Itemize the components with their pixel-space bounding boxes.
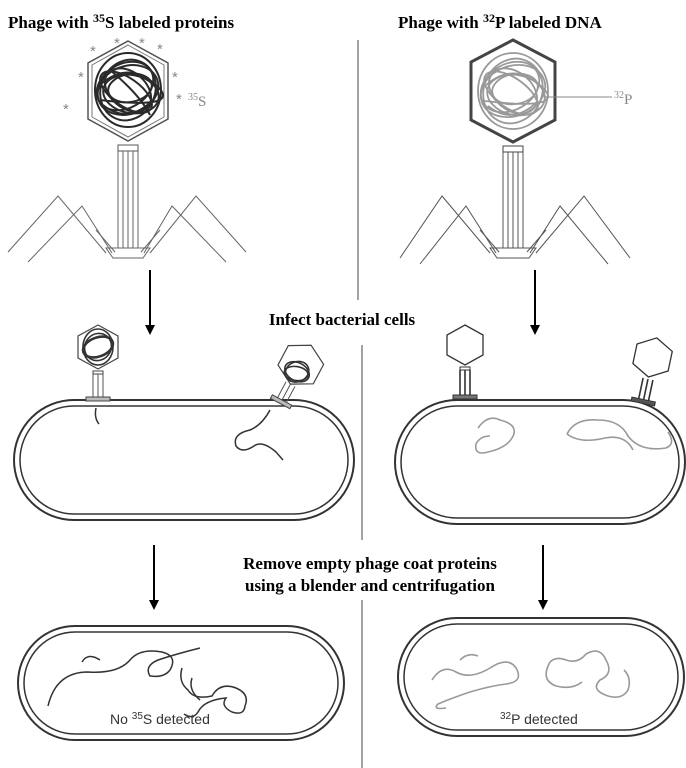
right-phage-32p: 32P <box>400 40 632 264</box>
svg-text:*: * <box>114 35 120 52</box>
left-attached-phage-1 <box>78 325 118 401</box>
left-phage-tail <box>118 151 138 248</box>
right-panel-title: Phage with 32P labeled DNA <box>398 11 602 32</box>
left-result-label: No 35S detected <box>110 711 210 727</box>
right-result-label: 32P detected <box>500 711 578 727</box>
left-infected-cell <box>14 325 354 520</box>
left-panel-title: Phage with 35S labeled proteins <box>8 11 234 32</box>
left-result-cell: No 35S detected <box>18 626 344 740</box>
svg-text:*: * <box>157 41 163 58</box>
right-capsid-label: 32P <box>614 90 632 108</box>
svg-text:*: * <box>90 43 96 60</box>
step-remove-label-line2: using a blender and centrifugation <box>245 576 496 595</box>
right-empty-phage-2 <box>625 334 674 407</box>
right-result-cell: 32P detected <box>398 618 684 736</box>
svg-text:*: * <box>176 91 182 108</box>
right-infected-cell <box>395 325 685 524</box>
svg-text:*: * <box>63 101 69 118</box>
svg-text:*: * <box>78 69 84 86</box>
right-empty-phage-1 <box>447 325 483 399</box>
svg-text:*: * <box>139 35 145 52</box>
left-capsid-label: 35S <box>188 92 206 110</box>
svg-text:*: * <box>172 69 178 86</box>
step-infect-label: Infect bacterial cells <box>269 310 416 329</box>
right-phage-tail <box>503 152 523 248</box>
step-remove-label-line1: Remove empty phage coat proteins <box>243 554 497 573</box>
left-phage-35s: * * * * * * * * 35S <box>8 35 246 262</box>
